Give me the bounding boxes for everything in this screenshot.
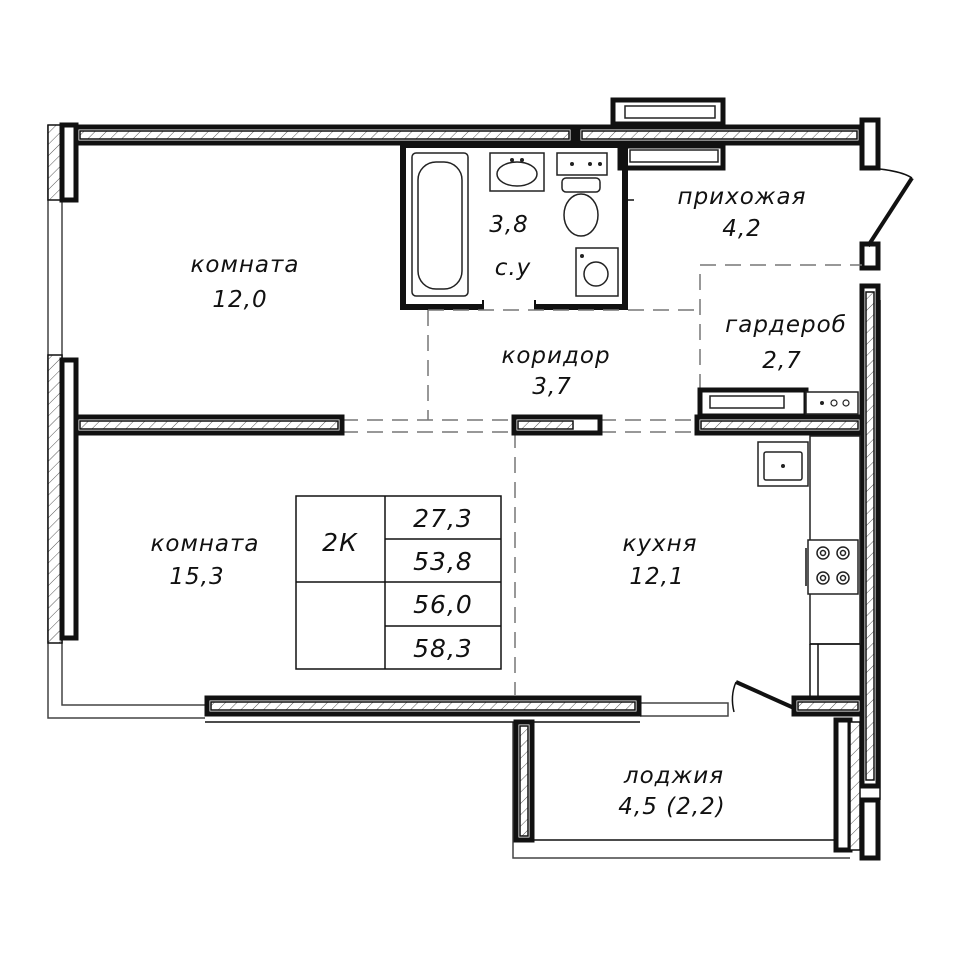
table-value-4: 58,3 xyxy=(413,634,473,663)
wall-bottom xyxy=(204,695,865,723)
table-value-2: 53,8 xyxy=(413,547,473,576)
toilet-icon xyxy=(556,152,608,237)
stove-icon xyxy=(805,539,859,595)
window-top xyxy=(610,97,726,201)
bathroom-area: 3,8 xyxy=(489,212,529,238)
bathtub-icon xyxy=(411,152,469,297)
wall-right xyxy=(859,117,881,800)
bathroom-name: с.у xyxy=(495,255,532,281)
corridor-area: 3,7 xyxy=(532,374,572,400)
room1-name: комната xyxy=(191,252,300,278)
hallway-area: 4,2 xyxy=(722,216,762,242)
washer-icon xyxy=(575,247,619,297)
balcony-door xyxy=(731,680,795,713)
wall-top xyxy=(73,124,864,146)
table-value-1: 27,3 xyxy=(413,504,473,533)
room2-area: 15,3 xyxy=(169,564,224,590)
loggia-walls xyxy=(513,717,881,861)
room1-area: 12,0 xyxy=(212,287,267,313)
entrance-door xyxy=(866,167,914,248)
wardrobe-name: гардероб xyxy=(725,312,847,338)
corridor-name: коридор xyxy=(501,343,610,369)
table-type: 2К xyxy=(322,528,358,557)
wall-left xyxy=(47,122,79,644)
bathroom-walls xyxy=(400,142,628,310)
sink-icon xyxy=(489,152,545,192)
kitchen-sink-icon xyxy=(757,441,809,487)
loggia-area: 4,5 (2,2) xyxy=(618,794,725,820)
wardrobe-area: 2,7 xyxy=(762,348,802,374)
loggia-name: лоджия xyxy=(623,763,724,789)
hallway-name: прихожая xyxy=(678,184,807,210)
table-value-3: 56,0 xyxy=(413,590,473,619)
wardrobe-shelf xyxy=(697,387,859,419)
dashed-boundaries xyxy=(342,264,862,695)
kitchen-area: 12,1 xyxy=(629,564,684,590)
room2-name: комната xyxy=(151,531,260,557)
summary-table: 2К 27,3 53,8 56,0 58,3 xyxy=(295,495,502,670)
kitchen-name: кухня xyxy=(623,531,698,557)
